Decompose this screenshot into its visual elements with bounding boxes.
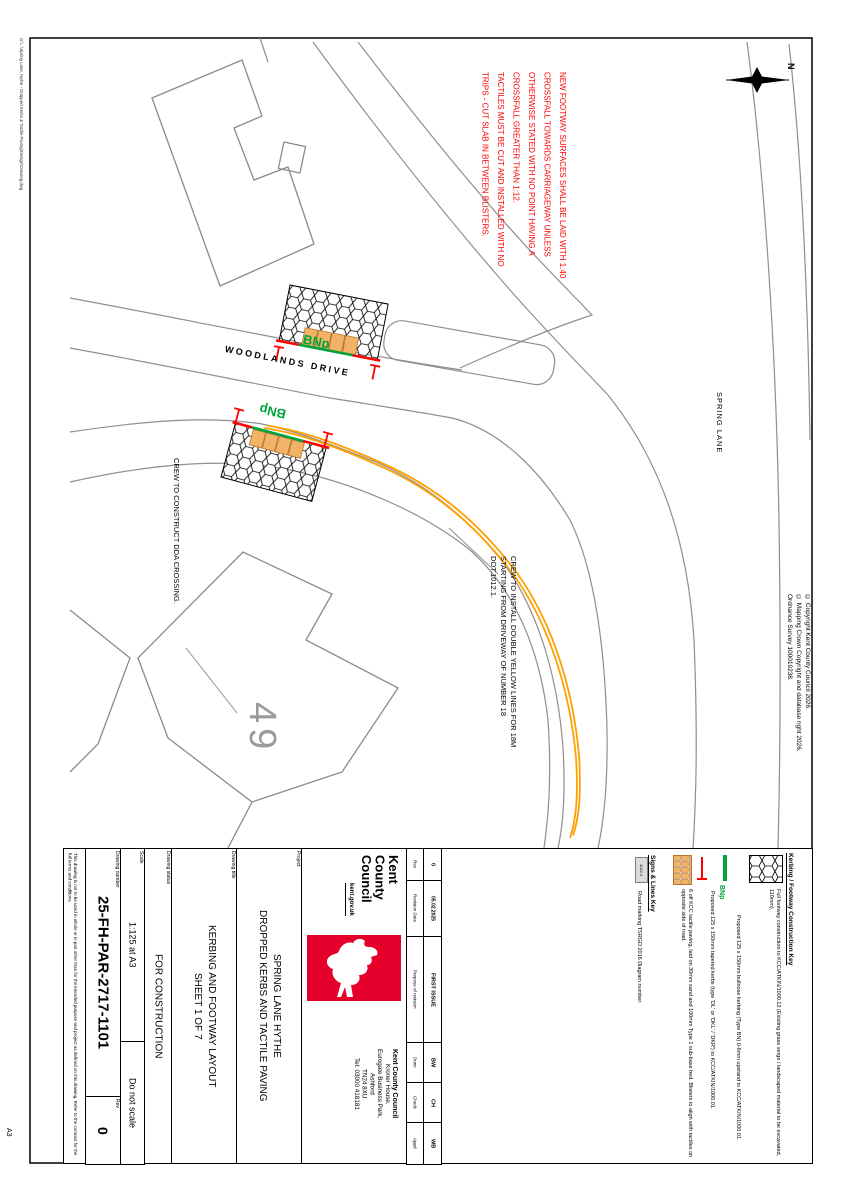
road-lines [69,37,811,849]
tapered-kerb-swatch [697,857,707,880]
dda-crossing-note: CREW TO CONSTRUCT DDA CROSSING. [172,458,181,604]
kcc-address: Kent County Council Kroner House, Euroga… [352,1049,398,1119]
road-marking-caption: Road marking TSRGD 2016 Diagram number. [636,891,642,1004]
key-area: 1012.1 Road marking TSRGD 2016 Diagram n… [441,848,813,1164]
footway-swatch [749,855,783,883]
north-label: N [786,63,796,70]
sheet-size-label: A3 [5,1128,12,1137]
plot-stamp: G:\...\Spring Lane, Hythe - Dropped Kerb… [19,38,24,191]
key-tapered-text: Proposed 125 x 150mm tapered kerbs (type… [709,891,715,1110]
invicta-horse-icon [326,938,378,997]
leader-lines [185,527,499,714]
key-bnp-label: BNp [718,885,725,900]
do-not-scale: Do not scale [127,1077,138,1129]
drawing-title-line2: SHEET 1 OF 7 [192,972,203,1040]
north-arrow-icon [726,67,789,93]
scale-label: Scale [138,851,144,864]
kcc-logo-wordmark: Kent County Council [359,855,401,903]
drawing-title-label: Drawing title [230,851,236,879]
road-marking-swatch: 1012.1 [639,863,644,877]
bullnose-kerb-swatch [723,855,727,881]
status-label: Drawing status [165,851,171,885]
rev-label: Rev [114,1099,120,1108]
yellow-lines-note: CREW TO INSTALL DOUBLE YELLOW LINES FOR … [489,556,518,748]
drawing-title-line1: KERBING AND FOOTWAY LAYOUT [206,924,217,1088]
status-value: FOR CONSTRUCTION [152,953,164,1059]
kcc-logo-url: kent.gov.uk [345,883,354,916]
project-line1: SPRING LANE HYTHE [271,954,282,1058]
rev-value: 0 [95,1126,111,1135]
double-yellow-lines [263,424,581,839]
scale-value: 1:125 at A3 [127,922,138,968]
signs-lines-key-title: Signs & Lines Key [649,855,656,912]
project-line2: DROPPED KERBS AND TACTILE PAVING [257,910,268,1102]
drawing-number-label: Drawing number [114,851,120,888]
tactile-crossing-1 [273,284,389,380]
title-block: This drawing is not to be used in whole … [63,848,813,1165]
drawing-number-value: 25-FH-PAR-2717-1101 [94,895,112,1050]
disclaimer-text: This drawing is not to be used in whole … [67,853,78,1156]
street-label-spring: SPRING LANE [715,392,724,454]
construction-note: NEW FOOTWAY SURFACES SHALL BE LAID WITH … [480,72,568,279]
key-footway-text: Full footway construction to KCC/ATKIN/1… [767,889,781,1157]
key-bullnose-text: Proposed 125 x 150mm bullnose kerbing (T… [735,915,741,1141]
tactile-swatch [673,855,692,885]
building-outlines [69,59,399,849]
kcc-logo-shield [307,935,401,1001]
house-number-49: 49 [241,702,283,755]
project-label: Project [295,851,301,867]
copyright-note: © Copyright Kent County Council 2026. © … [786,594,811,752]
key-tactile-text: 6 off KCC tactile paving, laid on 30mm s… [679,889,693,1158]
kerbing-key-title: Kerbing / Footway Construction Key [787,853,794,966]
tactile-crossing-2 [220,407,334,502]
